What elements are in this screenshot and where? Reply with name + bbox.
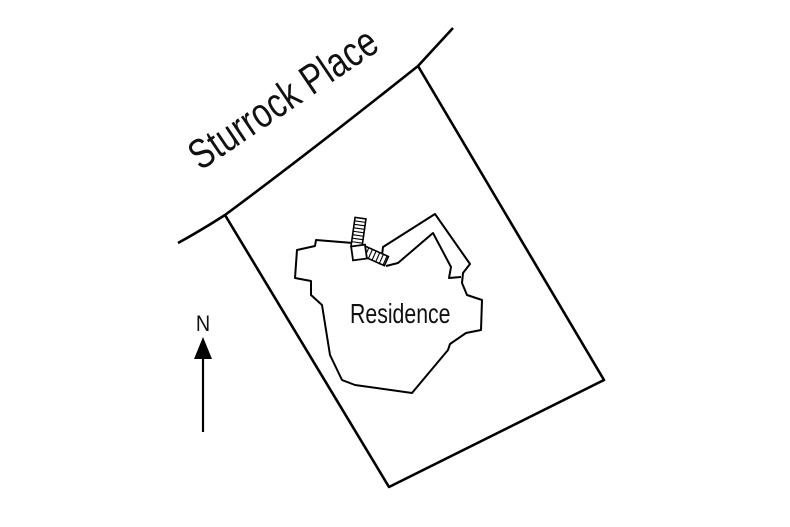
stairs-vertical-icon bbox=[350, 216, 367, 249]
north-label: N bbox=[196, 312, 210, 336]
street-curve bbox=[177, 27, 454, 245]
residence-label: Residence bbox=[350, 298, 451, 330]
property-boundary bbox=[223, 65, 606, 489]
residence-interior-wall bbox=[385, 232, 462, 279]
stair-landing bbox=[350, 243, 368, 262]
street-label: Sturrock Place bbox=[179, 17, 386, 178]
north-arrow-icon bbox=[194, 337, 212, 432]
